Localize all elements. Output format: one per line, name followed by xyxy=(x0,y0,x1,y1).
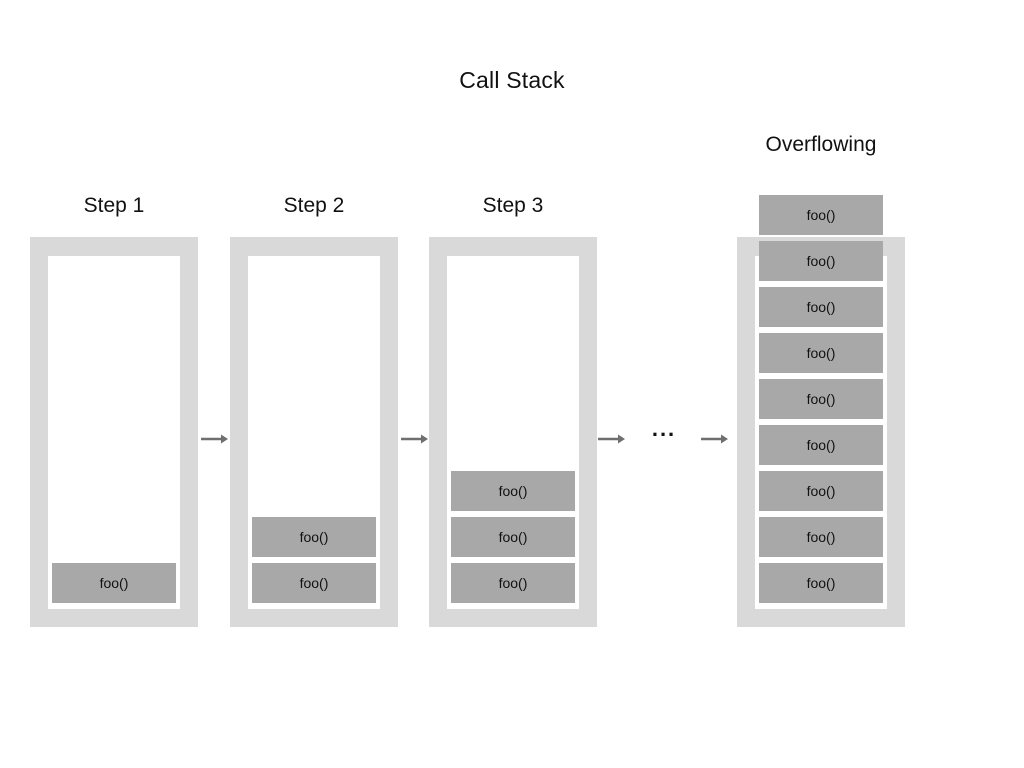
right-arrow-icon xyxy=(701,434,728,444)
stack-frames: foo() foo() foo() xyxy=(451,471,575,603)
ellipsis-label: ... xyxy=(651,416,677,441)
stack-step-1: Step 1 foo() xyxy=(30,0,198,768)
stack-container: foo() foo() xyxy=(230,237,398,627)
stack-container: foo() foo() foo() xyxy=(429,237,597,627)
stack-inner-area xyxy=(48,256,180,609)
stack-frame: foo() xyxy=(759,379,883,419)
stack-frames: foo() foo() xyxy=(252,517,376,603)
stack-frame: foo() xyxy=(451,517,575,557)
stack-frame: foo() xyxy=(451,563,575,603)
stack-frame: foo() xyxy=(759,563,883,603)
stack-frame: foo() xyxy=(759,471,883,511)
stack-frame: foo() xyxy=(252,563,376,603)
stack-frame: foo() xyxy=(759,517,883,557)
diagram-title: Call Stack xyxy=(459,67,565,93)
stack-frames: foo() xyxy=(52,563,176,603)
stack-container: foo() foo() foo() foo() foo() foo() foo() foo()… xyxy=(737,195,905,627)
stack-container: foo() xyxy=(30,237,198,627)
stack-overflowing: Overflowing foo()foo()foo()foo()foo()foo… xyxy=(737,0,905,768)
stack-step-3: Step 3 foo() foo() foo() xyxy=(429,0,597,768)
stack-frame: foo() xyxy=(759,287,883,327)
stack-frame: foo() xyxy=(759,195,883,235)
stack-frames: foo() foo() foo() foo() foo() foo() foo() foo()… xyxy=(759,195,883,603)
stack-label: Overflowing xyxy=(765,133,877,156)
stack-frame: foo() xyxy=(52,563,176,603)
stack-frame: foo() xyxy=(759,425,883,465)
right-arrow-icon xyxy=(401,434,428,444)
stack-frame: foo() xyxy=(451,471,575,511)
stack-label: Step 3 xyxy=(482,194,544,217)
right-arrow-icon xyxy=(598,434,625,444)
stack-label: Step 1 xyxy=(83,194,145,217)
right-arrow-icon xyxy=(201,434,228,444)
stack-step-2: Step 2 foo() foo() xyxy=(230,0,398,768)
stack-frame: foo() xyxy=(759,241,883,281)
stack-frame: foo() xyxy=(759,333,883,373)
stack-label: Step 2 xyxy=(283,194,345,217)
stack-frame: foo() xyxy=(252,517,376,557)
